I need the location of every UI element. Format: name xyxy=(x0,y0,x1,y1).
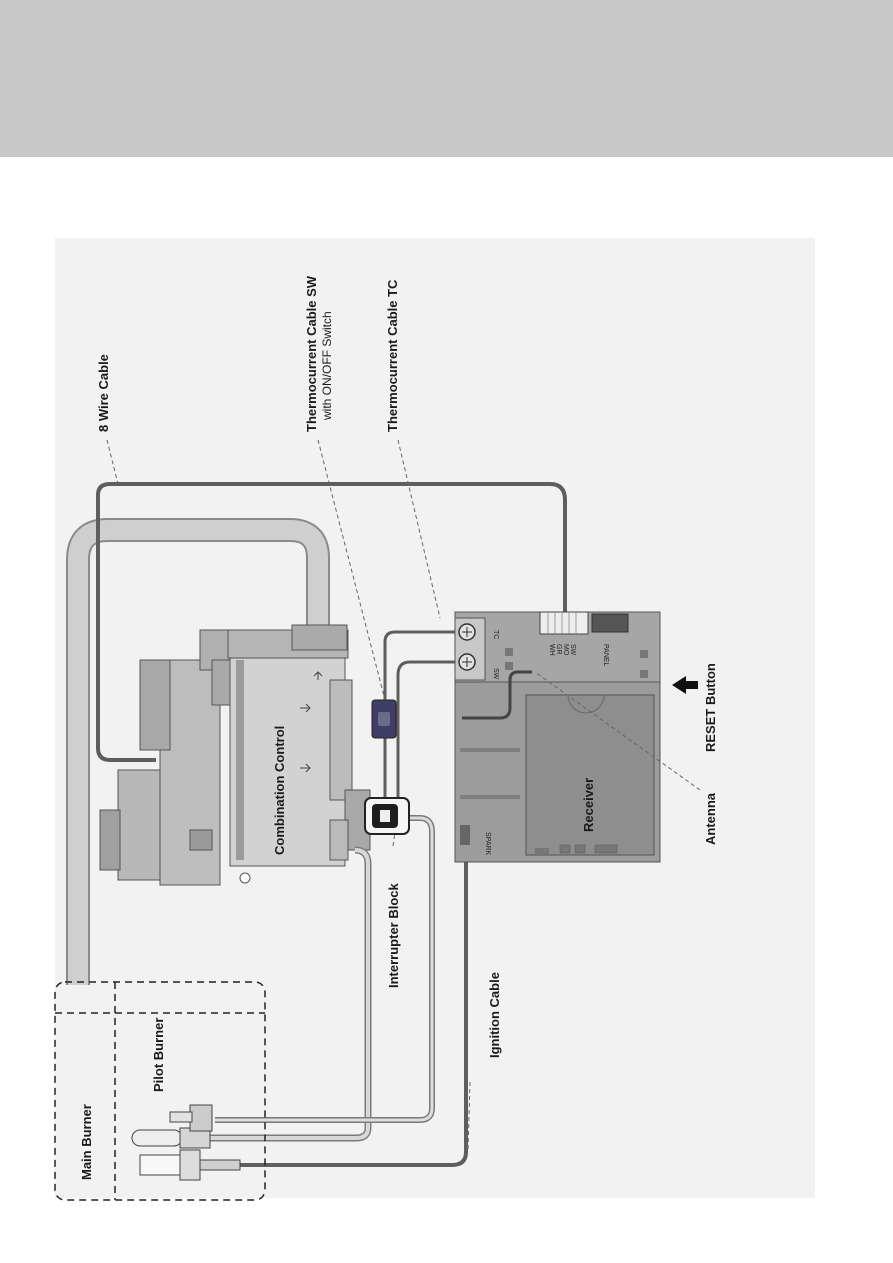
reset-button-label: RESET Button xyxy=(703,663,718,752)
pilot-burner-label: Pilot Burner xyxy=(151,1018,166,1092)
reset-arrow-icon xyxy=(672,676,698,694)
terminal-sw-label: SW xyxy=(492,668,499,680)
antenna-label: Antenna xyxy=(703,792,718,845)
terminal-block xyxy=(454,617,486,681)
thermocurrent-cable-tc-line xyxy=(383,630,460,800)
antenna-wire xyxy=(462,670,532,720)
pin-label-wh: WH xyxy=(548,644,555,656)
combination-control-valve xyxy=(99,624,371,886)
eight-wire-connector xyxy=(539,611,589,635)
pilot-gas-tube xyxy=(210,846,372,1142)
main-burner-label: Main Burner xyxy=(79,1104,94,1180)
spark-label: SPARK xyxy=(484,832,491,856)
panel-connector xyxy=(591,613,629,633)
burner-area xyxy=(54,981,266,1201)
main-gas-pipe xyxy=(66,518,330,985)
pin-label-mo: MO xyxy=(562,644,569,656)
receiver-label: Receiver xyxy=(581,778,596,832)
header-band xyxy=(0,0,893,157)
on-off-switch xyxy=(371,699,397,739)
eight-wire-cable-line xyxy=(96,482,567,762)
ignition-cable-line xyxy=(240,840,468,1167)
on-off-switch-label: with ON/OFF Switch xyxy=(320,311,334,421)
pin-label-sw: SW xyxy=(569,644,576,656)
thermocurrent-tc-label: Thermocurrent Cable TC xyxy=(385,279,400,432)
combination-control-label: Combination Control xyxy=(272,726,287,855)
thermocurrent-sw-label: Thermocurrent Cable SW xyxy=(304,275,319,432)
pin-label-gr: GR xyxy=(555,644,562,655)
terminal-tc-label: TC xyxy=(492,630,499,639)
thermocurrent-cable-sw-line xyxy=(396,660,460,800)
interrupter-block xyxy=(364,797,410,835)
interrupter-block-label: Interrupter Block xyxy=(386,882,401,988)
panel-label: PANEL xyxy=(602,644,609,667)
eight-wire-cable-label: 8 Wire Cable xyxy=(96,354,111,432)
ignition-cable-label: Ignition Cable xyxy=(487,972,502,1058)
leader-lines xyxy=(106,439,701,1151)
